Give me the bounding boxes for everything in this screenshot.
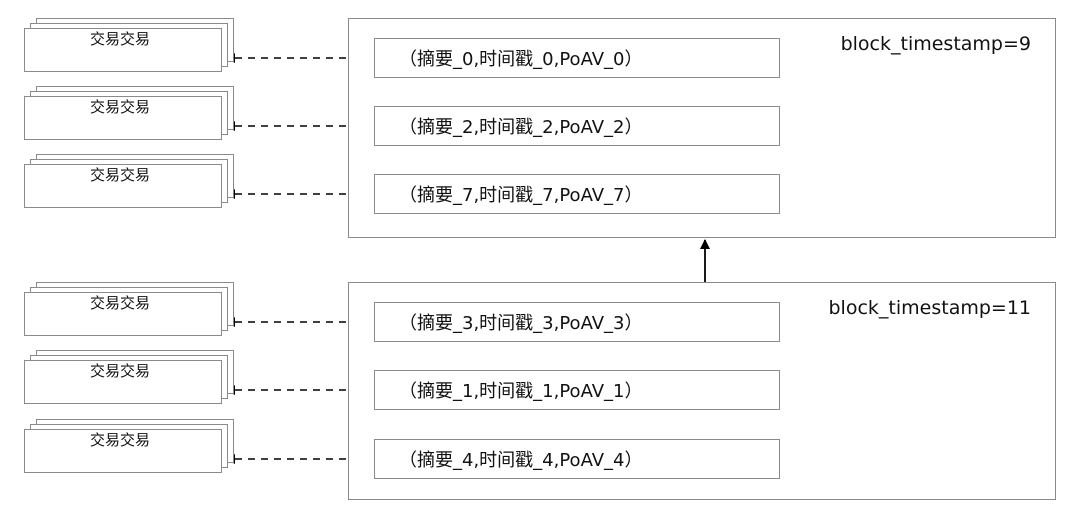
transaction-card xyxy=(24,28,222,72)
transaction-stack-0: 交易交易 xyxy=(24,18,242,76)
transaction-label: 交易交易 xyxy=(90,98,151,116)
transaction-stack-1: 交易交易 xyxy=(24,350,242,408)
entry-digest-4: （摘要_4,时间戳_4,PoAV_4） xyxy=(374,439,780,479)
block-label: block_timestamp=9 xyxy=(840,33,1031,55)
transaction-stack-3: 交易交易 xyxy=(24,282,242,340)
transaction-label: 交易交易 xyxy=(90,294,151,312)
transaction-card xyxy=(24,164,222,208)
transaction-label: 交易交易 xyxy=(90,362,151,380)
block-label: block_timestamp=11 xyxy=(828,297,1032,319)
transaction-label: 交易交易 xyxy=(90,166,151,184)
entry-digest-0: （摘要_0,时间戳_0,PoAV_0） xyxy=(374,38,780,78)
transaction-card xyxy=(24,360,222,404)
entry-digest-1: （摘要_1,时间戳_1,PoAV_1） xyxy=(374,370,780,410)
entry-digest-2: （摘要_2,时间戳_2,PoAV_2） xyxy=(374,106,780,146)
transaction-card xyxy=(24,429,222,473)
entry-digest-3: （摘要_3,时间戳_3,PoAV_3） xyxy=(374,302,780,342)
transaction-label: 交易交易 xyxy=(90,431,151,449)
transaction-card xyxy=(24,292,222,336)
entry-digest-7: （摘要_7,时间戳_7,PoAV_7） xyxy=(374,174,780,214)
transaction-stack-2: 交易交易 xyxy=(24,86,242,144)
transaction-stack-7: 交易交易 xyxy=(24,154,242,212)
transaction-stack-4: 交易交易 xyxy=(24,419,242,477)
transaction-label: 交易交易 xyxy=(90,30,151,48)
transaction-card xyxy=(24,96,222,140)
